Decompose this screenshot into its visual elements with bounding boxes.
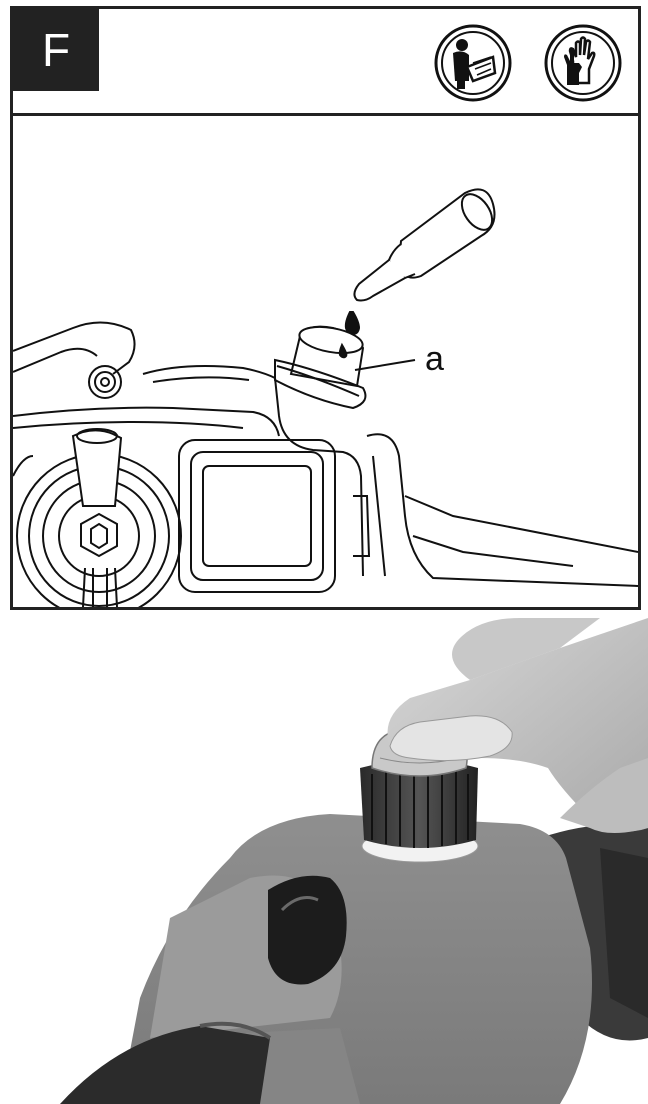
step-letter-text: F — [41, 24, 71, 76]
hand-pressing-oil-cap-photo — [0, 618, 648, 1104]
line-illustration: a — [13, 116, 638, 607]
callout-label-a: a — [425, 340, 444, 378]
instruction-panel: F — [10, 6, 641, 610]
oil-cap-press-photo — [0, 618, 648, 1104]
read-manual-icon — [434, 24, 512, 102]
panel-header: F — [13, 9, 638, 116]
tool-oil-fill-illustration — [13, 188, 638, 607]
wear-gloves-icon — [544, 24, 622, 102]
step-letter: F — [13, 9, 99, 91]
